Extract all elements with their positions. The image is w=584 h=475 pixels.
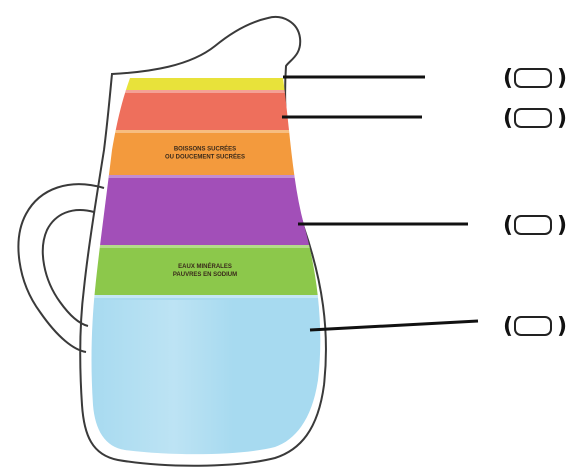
answer-3-box[interactable] [515, 216, 551, 234]
pitcher-layer-2 [60, 90, 350, 130]
pitcher-layer-4 [60, 175, 350, 245]
pitcher-layer-3-label: OU DOUCEMENT SUCRÉES [165, 153, 245, 161]
answer-2-box[interactable] [515, 109, 551, 127]
answer-1-close-paren: ) [557, 66, 567, 91]
answer-4-open-paren: ( [503, 314, 513, 339]
answer-4-close-paren: ) [557, 314, 567, 339]
leader-line-4 [310, 321, 478, 330]
pitcher-layer-5-label: PAUVRES EN SODIUM [173, 272, 237, 278]
pitcher-layer-3-edge [60, 130, 350, 133]
answer-2-close-paren: ) [557, 106, 567, 131]
pitcher-layer-1 [60, 72, 350, 90]
answer-3-close-paren: ) [557, 213, 567, 238]
pitcher-layer-5-edge [60, 245, 350, 248]
pitcher-handle-outline [18, 184, 104, 352]
answer-1-open-paren: ( [503, 66, 513, 91]
pitcher-layer-4-edge [60, 175, 350, 178]
answer-1-box[interactable] [515, 69, 551, 87]
answer-2-open-paren: ( [503, 106, 513, 131]
pitcher-layer-1-edge [60, 72, 350, 75]
pitcher-layer-3-label: BOISSONS SUCRÉES [174, 145, 236, 153]
pitcher-layer-5-label: EAUX MINÉRALES [178, 262, 232, 270]
answer-3-open-paren: ( [503, 213, 513, 238]
water-highlight [90, 300, 330, 460]
answer-slots: () () () () [503, 66, 567, 339]
pitcher-layer-6-edge [60, 295, 350, 298]
answer-4-box[interactable] [515, 317, 551, 335]
pitcher-layer-5 [60, 245, 350, 295]
pitcher-layer-2-edge [60, 90, 350, 93]
